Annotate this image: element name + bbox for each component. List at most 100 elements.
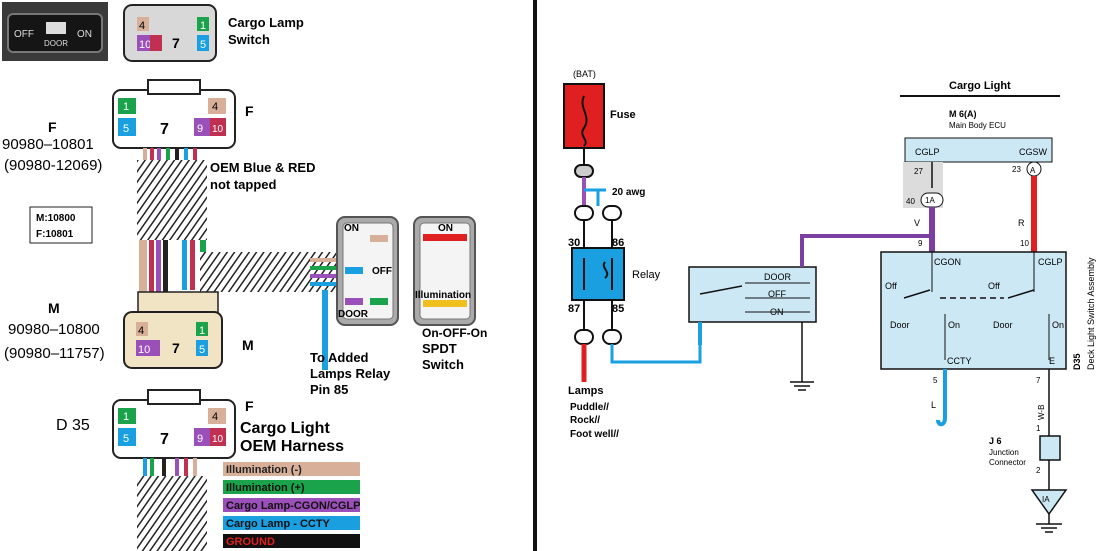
awg-label: 20 awg [612,187,645,198]
ia-label: IA [1042,495,1050,504]
d35-label: D 35 [56,417,90,434]
to-relay-2: Lamps Relay [310,366,391,381]
svg-text:1: 1 [200,20,206,32]
oem-note-1: OEM Blue & RED [210,160,315,175]
relay-wire-blue [322,290,328,370]
right-spdt-door: DOOR [764,272,792,282]
part-box [29,206,93,244]
svg-text:10: 10 [139,39,151,51]
m-connector: 4 1 10 5 7 [123,291,223,369]
sw-cgon: CGON [934,257,961,267]
svg-text:9: 9 [197,123,203,135]
car-icon [46,22,66,34]
j6-label: J 6 [989,436,1002,446]
legend-label: Illumination (+) [226,482,305,494]
wire-r: R [1018,218,1025,228]
f-pigtail-wires [143,148,197,160]
cargo-light-harness-1: Cargo Light [240,420,330,437]
svg-text:5: 5 [200,39,206,51]
pin-86: 86 [612,237,624,249]
photo-on-label: ON [77,29,92,40]
wire-wb: W-B [1037,405,1046,420]
svg-text:10: 10 [212,434,224,445]
lamp-footwell: Foot well// [570,429,619,440]
svg-text:1: 1 [123,411,129,423]
spdt-caption-2: SPDT [422,341,457,356]
wire-v: V [914,218,920,228]
lamps-label: Lamps [568,385,603,397]
pin-87: 87 [568,303,580,315]
cargo-light-title: Cargo Light [949,80,1011,92]
svg-text:4: 4 [212,101,218,113]
legend-label: Cargo Lamp-CGON/CGLP [226,500,360,512]
junction-1: Junction [989,448,1019,457]
cargo-lamp-switch-title-1: Cargo Lamp [228,15,304,30]
legend-label: GROUND [226,536,275,548]
pin-2: 2 [1036,466,1041,475]
illumination-switch [413,216,476,326]
pin-85: 85 [612,303,624,315]
pin-30: 30 [568,237,580,249]
photo-door-label: DOOR [44,39,68,48]
svg-text:1: 1 [123,101,129,113]
cargo-light-harness-2: OEM Harness [240,438,344,455]
pin-27: 27 [914,167,923,176]
m-part-number-alt: (90980–11757) [4,345,105,362]
d35-right: D35 [1072,353,1082,370]
harness-split-wires [139,240,206,292]
legend-swatch [223,498,360,512]
cargo-lamp-switch-title-2: Switch [228,32,270,47]
svg-text:7: 7 [172,35,180,51]
m6-label: M 6(A) [949,109,977,119]
svg-text:10: 10 [212,124,224,135]
cargo-lamp-switch-photo: OFF DOOR ON [2,2,108,61]
d35-wires [143,458,197,476]
svg-text:4: 4 [139,20,145,32]
spdt-caption-3: Switch [422,357,464,372]
ecu-cgsw: CGSW [1019,147,1048,157]
illum-label: Illumination [415,290,471,301]
junction-connector [1039,435,1061,461]
sw-door-1: Door [890,320,910,330]
legend-swatch [223,462,360,476]
relay [571,247,625,301]
panel-divider [533,0,537,551]
deck-label: Deck Light Switch Assembly [1086,257,1096,370]
legend-swatch [223,534,360,548]
pin-1: 1 [1036,424,1041,433]
f-connector: 1 5 4 9 10 7 [112,79,236,149]
svg-text:10: 10 [138,344,150,356]
pin-23: 23 [1012,165,1021,174]
d35-connector: 1 5 4 9 10 7 [112,389,236,459]
deck-light-switch [880,251,1067,370]
svg-text:9: 9 [197,433,203,445]
spdt-on-label: ON [344,223,359,234]
photo-off-label: OFF [14,29,34,40]
fuse-connector [574,164,594,178]
right-spdt-on: ON [770,307,784,317]
svg-text:1: 1 [199,325,205,337]
ecu-cglp: CGLP [915,147,940,157]
wire-l: L [931,400,936,410]
to-relay-3: Pin 85 [310,382,348,397]
pin-5: 5 [933,376,938,385]
cgon-wire [800,234,932,267]
f-label-left: F [48,119,57,135]
spdt-off-label: OFF [372,266,392,277]
right-spdt-off: OFF [768,289,786,299]
spdt-caption-1: On-OFF-On [422,326,487,340]
d35-f-label: F [245,398,254,414]
sw-on-2: On [1052,320,1064,330]
part-box-f: F:10801 [36,229,74,240]
f-part-number-alt: (90980-12069) [4,157,102,174]
lamp-puddle: Puddle// [570,402,609,413]
svg-text:4: 4 [212,411,218,423]
svg-text:7: 7 [160,121,169,138]
conn-a: A [1030,166,1036,175]
spdt-switch [336,216,399,326]
svg-text:5: 5 [123,433,129,445]
relay-85-wire [610,344,702,364]
sw-off-2: Off [988,281,1000,291]
bat-label: (BAT) [573,69,596,79]
